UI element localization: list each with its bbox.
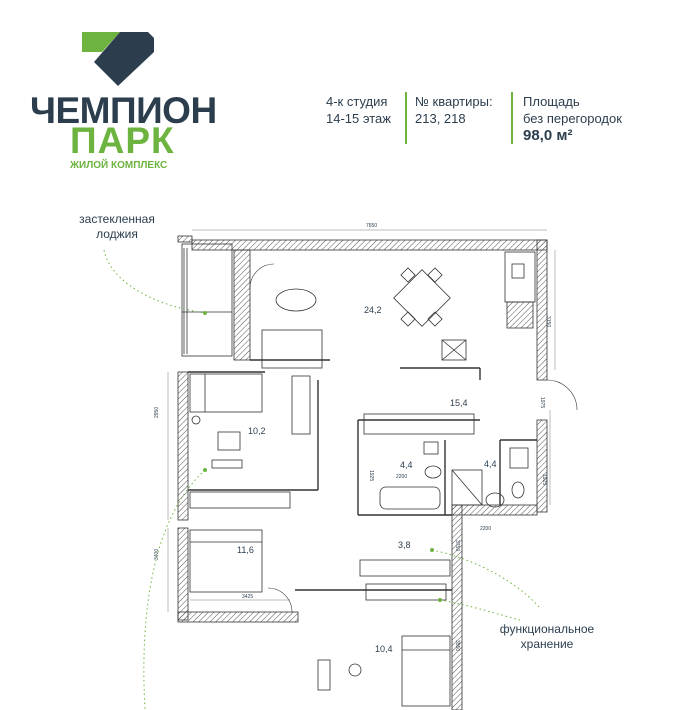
info-area-label2: без перегородок xyxy=(523,111,622,126)
stove xyxy=(506,301,534,329)
logo-word-champion: ЧЕМПИОН xyxy=(30,90,217,131)
dim-bed1-height: 2950 xyxy=(154,407,160,418)
bathroom-2-fixtures xyxy=(451,447,529,508)
callout-loggia: застекленная лоджия xyxy=(52,212,182,242)
room-area-hall: 15,4 xyxy=(450,398,468,408)
interior-walls xyxy=(188,359,537,591)
info-number: № квартиры: 213, 218 xyxy=(415,93,493,127)
wall-left-lower xyxy=(177,527,189,621)
bed-3 xyxy=(401,635,451,707)
dim-bed2-width: 3425 xyxy=(242,594,253,600)
wardrobe-storage xyxy=(359,559,451,577)
wall-loggia-inner xyxy=(233,249,251,361)
wall-right-lower xyxy=(536,419,548,513)
room-area-storage: 3,8 xyxy=(398,540,411,550)
wardrobe-storage-2 xyxy=(365,583,447,601)
desk-1 xyxy=(191,415,243,469)
room-area-bath1: 4,4 xyxy=(400,460,413,470)
dim-right-bath: 1925 xyxy=(541,474,547,485)
info-area-value: 98,0 м² xyxy=(523,127,573,144)
room-area-bath2: 4,4 xyxy=(484,459,497,469)
living-rug xyxy=(275,288,317,312)
wardrobe-bed1 xyxy=(189,491,291,509)
fridge xyxy=(441,339,467,361)
callout-leaders xyxy=(103,249,541,710)
wall-left-upper xyxy=(177,371,189,521)
logo-mark xyxy=(82,32,154,86)
wall-right-upper xyxy=(536,239,548,381)
info-area: Площадь без перегородок 98,0 м² xyxy=(523,93,622,144)
bathroom-1-fixtures xyxy=(379,441,442,510)
kitchen-counter xyxy=(441,251,536,361)
info-type: 4-к студия 14-15 этаж xyxy=(326,93,391,127)
room-area-bed1: 10,2 xyxy=(248,426,266,436)
wall-loggia-top xyxy=(177,235,193,243)
doors xyxy=(249,263,578,613)
logo-subtitle: ЖИЛОЙ КОМПЛЕКС xyxy=(70,160,168,171)
room-area-bed2: 11,6 xyxy=(237,545,254,555)
info-area-label1: Площадь xyxy=(523,94,580,109)
wall-right-mid xyxy=(451,504,463,710)
dining-table xyxy=(393,267,451,327)
info-number-value: 213, 218 xyxy=(415,111,466,126)
dim-storage-height: 3750 xyxy=(454,540,460,551)
dim-bath-left-height: 1925 xyxy=(368,470,374,481)
callout-dots xyxy=(203,311,442,602)
info-type-line1: 4-к студия xyxy=(326,94,388,109)
desk-3 xyxy=(317,659,362,691)
info-number-label: № квартиры: xyxy=(415,94,493,109)
info-separator-2 xyxy=(511,92,513,144)
bed-1 xyxy=(189,373,263,413)
wardrobe-hall-1 xyxy=(363,413,475,435)
wall-bottom-right xyxy=(451,504,538,516)
wall-top xyxy=(191,239,548,251)
wall-bottom-left xyxy=(177,611,299,623)
room-area-bed3: 10,4 xyxy=(375,644,393,654)
sofa xyxy=(261,329,323,369)
loggia xyxy=(181,243,233,357)
callout-storage-line1: функциональное xyxy=(499,622,595,636)
dim-bed3-height: 3550 xyxy=(454,640,460,651)
logo-dark-shape xyxy=(94,32,154,86)
logo-word-park: ПАРК xyxy=(70,120,175,161)
wardrobe-vertical xyxy=(291,375,311,435)
dim-right-upper: 3150 xyxy=(545,316,551,327)
callout-loggia-line1: застекленная xyxy=(79,212,155,226)
dim-top-width: 7650 xyxy=(366,223,377,229)
callout-storage-line2: хранение xyxy=(520,637,574,651)
info-type-line2: 14-15 этаж xyxy=(326,111,391,126)
dim-bath-right-width: 2200 xyxy=(480,526,491,532)
room-area-living: 24,2 xyxy=(364,305,382,315)
dimension-lines xyxy=(167,229,556,612)
dim-bed2-height: 3400 xyxy=(154,549,160,560)
dim-bath-width: 2200 xyxy=(396,474,407,480)
bed-2 xyxy=(189,529,263,593)
callout-loggia-line2: лоджия xyxy=(96,227,138,241)
info-separator-1 xyxy=(405,92,407,144)
outer-walls xyxy=(177,235,548,710)
callout-storage: функциональное хранение xyxy=(482,622,612,652)
logo-green-shape xyxy=(82,32,120,52)
dim-right-door: 1975 xyxy=(539,397,545,408)
